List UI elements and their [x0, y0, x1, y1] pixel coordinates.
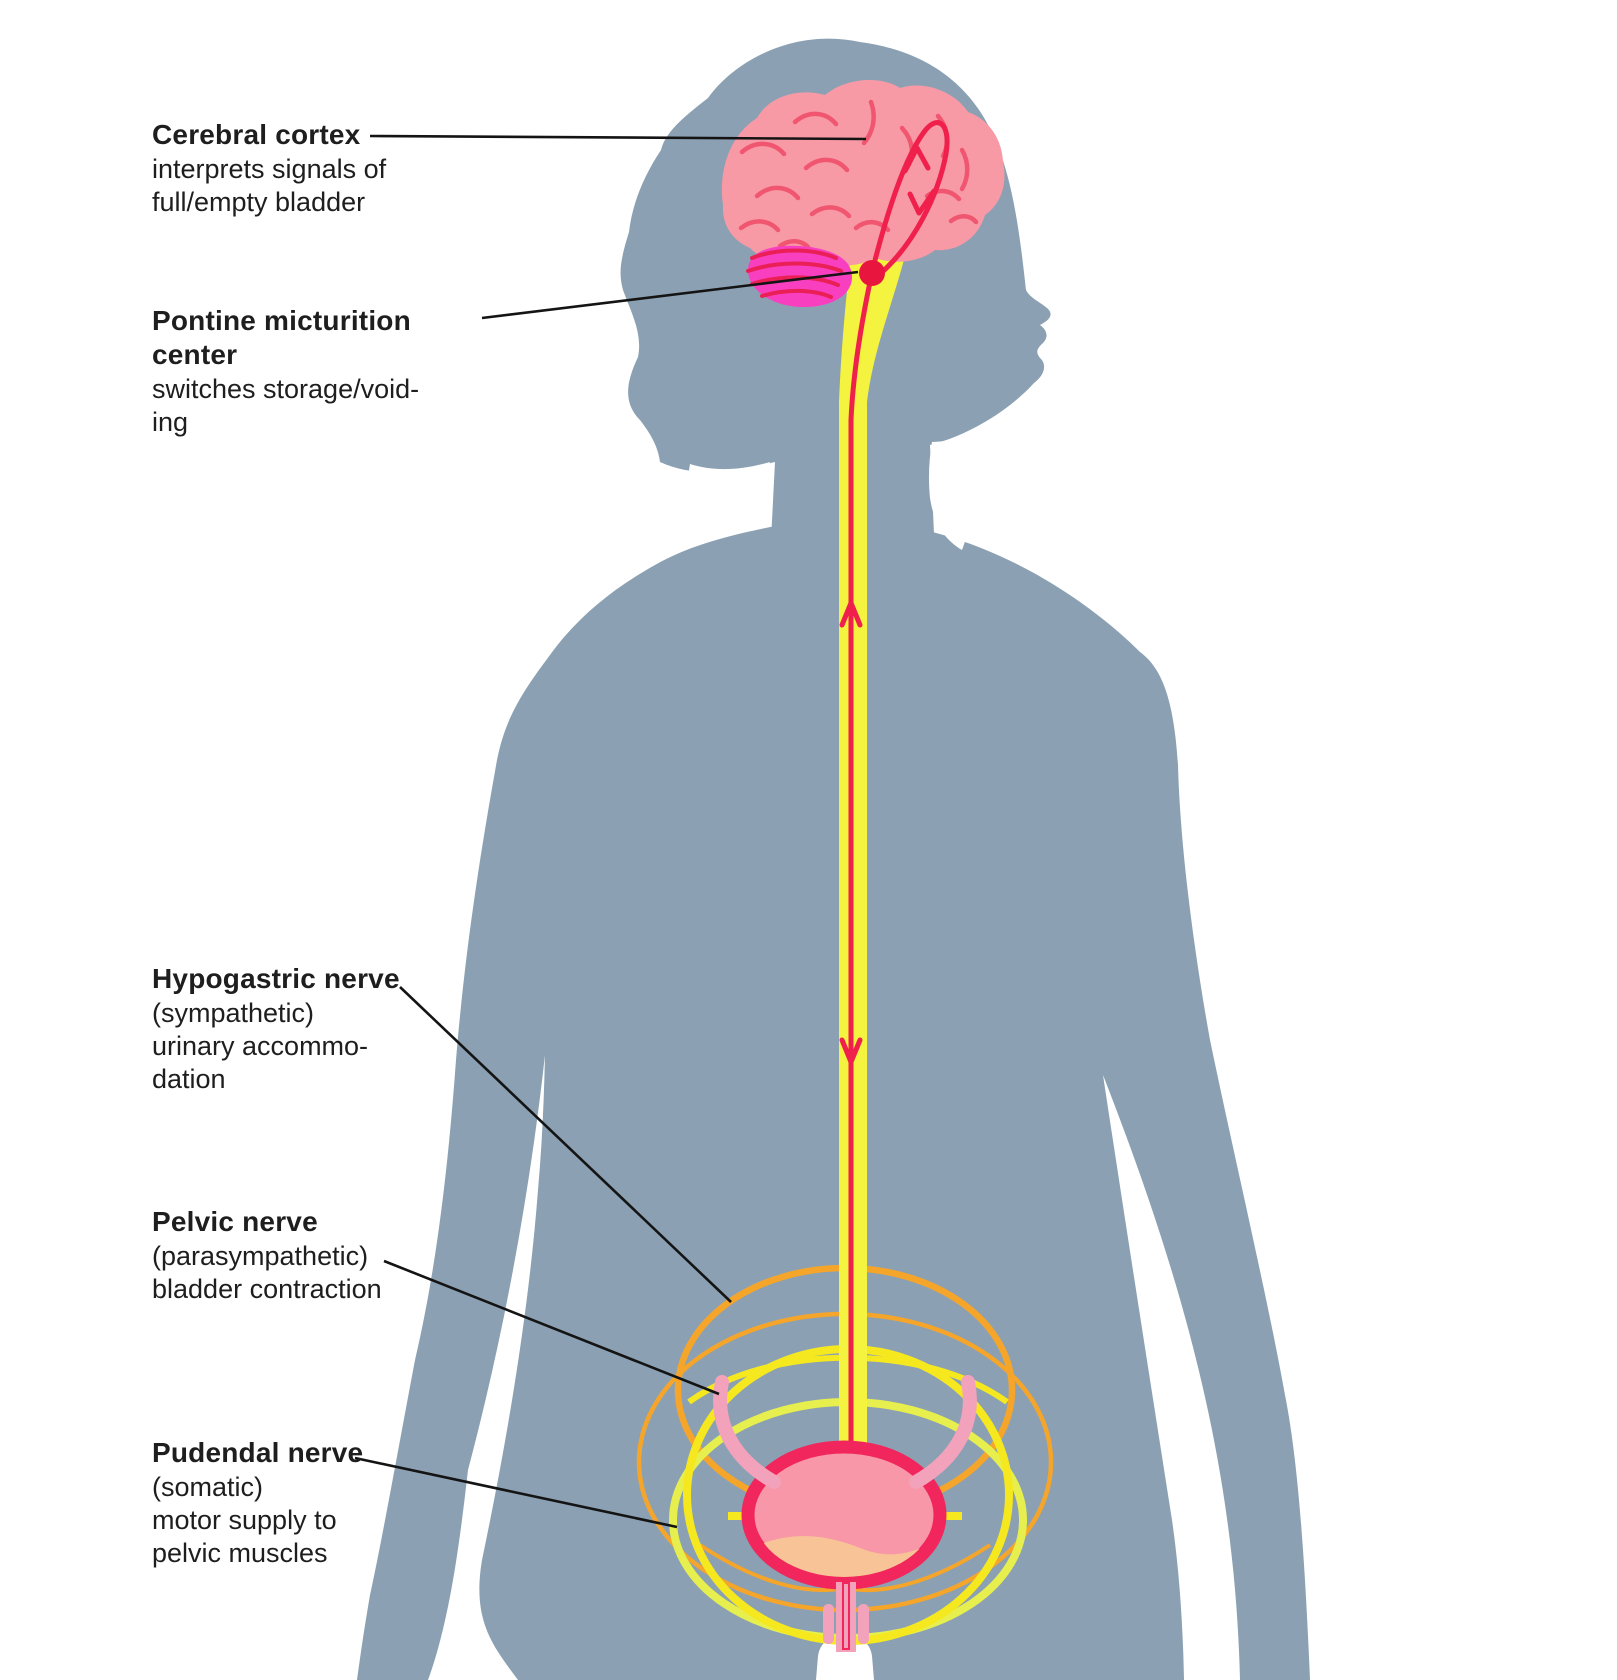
label-hypogastric-nerve-desc: (sympathetic) urinary accommo- dation — [152, 998, 369, 1094]
label-pelvic-nerve-desc: (parasympathetic) bladder contraction — [152, 1241, 382, 1304]
cortex-loop — [869, 120, 950, 276]
urine — [754, 1536, 934, 1577]
left-clavicle-gap — [688, 462, 770, 529]
leader-pontine-center — [481, 270, 859, 320]
leader-pudendal — [354, 1456, 678, 1529]
ureter-right — [909, 1375, 977, 1489]
crotch-gap — [816, 1636, 874, 1680]
loop-down-arrow — [907, 188, 937, 216]
sphincter-left — [823, 1604, 834, 1644]
leader-pelvic — [383, 1259, 720, 1396]
hypogastric-branch-left — [698, 1543, 844, 1592]
pontine-center-dot — [859, 260, 885, 286]
spinal-cord — [839, 244, 906, 1452]
ureter-left — [713, 1375, 781, 1489]
label-pelvic-nerve: Pelvic nerve (parasympathetic) bladder c… — [152, 1205, 482, 1306]
label-pudendal-nerve: Pudendal nerve (somatic) motor supply to… — [152, 1436, 482, 1570]
label-pontine-center-desc: switches storage/void- ing — [152, 374, 420, 437]
cerebellum-folds — [746, 248, 843, 299]
label-pelvic-nerve-title: Pelvic nerve — [152, 1206, 318, 1237]
body-silhouette — [357, 520, 1310, 1680]
label-cerebral-cortex-desc: interprets signals of full/empty bladder — [152, 154, 387, 217]
leader-cerebral-cortex — [369, 134, 867, 141]
ascending-arrow — [839, 600, 863, 628]
label-pudendal-nerve-desc: (somatic) motor supply to pelvic muscles — [152, 1472, 337, 1568]
signal-line — [848, 281, 873, 1445]
label-pontine-center: Pontine micturition center switches stor… — [152, 304, 482, 439]
label-pontine-center-title: Pontine micturition center — [152, 305, 411, 370]
label-cerebral-cortex: Cerebral cortex interprets signals of fu… — [152, 118, 482, 219]
right-arm-gap — [1103, 1075, 1240, 1680]
right-clavicle-gap — [928, 436, 979, 550]
label-hypogastric-nerve: Hypogastric nerve (sympathetic) urinary … — [152, 962, 482, 1096]
label-hypogastric-nerve-title: Hypogastric nerve — [152, 963, 400, 994]
label-cerebral-cortex-title: Cerebral cortex — [152, 119, 361, 150]
brain — [721, 79, 1005, 266]
leader-hypogastric — [399, 986, 732, 1303]
sphincter-right — [858, 1604, 869, 1644]
loop-up-arrow — [902, 145, 931, 174]
label-pudendal-nerve-title: Pudendal nerve — [152, 1437, 364, 1468]
hypogastric-branch-right — [846, 1543, 992, 1592]
descending-arrow — [839, 1037, 863, 1065]
